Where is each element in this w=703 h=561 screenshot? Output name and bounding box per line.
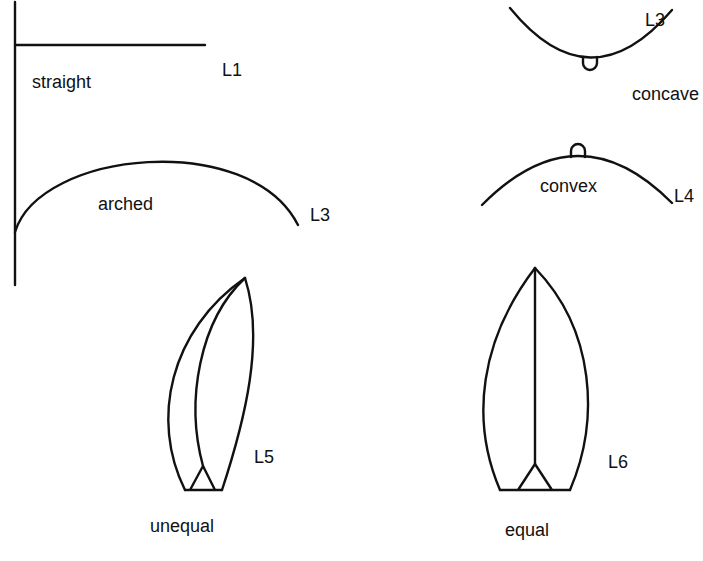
line-type-label: arched — [98, 194, 153, 215]
callout-number: L3 — [645, 10, 665, 31]
callout-number: L4 — [674, 186, 694, 207]
callout-number: L6 — [608, 452, 628, 473]
leaf-base — [500, 464, 570, 490]
leaf-outline — [222, 278, 253, 490]
leaf-outline — [168, 278, 245, 490]
arched-curve — [15, 162, 298, 232]
convex-droplet — [571, 144, 585, 157]
shape-label: unequal — [150, 516, 214, 537]
line-type-label: concave — [632, 84, 699, 105]
concave-droplet — [583, 57, 597, 70]
leaf-midrib — [196, 278, 245, 466]
callout-number: L5 — [254, 447, 274, 468]
leaf-outline — [535, 268, 588, 490]
convex-curve — [482, 156, 672, 205]
callout-number: L1 — [222, 60, 242, 81]
line-type-label: straight — [32, 72, 91, 93]
straight-line — [15, 44, 205, 46]
line-type-label: convex — [540, 176, 597, 197]
concave-curve — [510, 8, 672, 58]
leaf-outline — [483, 268, 535, 490]
callout-number: L3 — [310, 205, 330, 226]
leaf-base — [185, 466, 222, 490]
shape-label: equal — [505, 520, 549, 541]
leaf-midrib — [534, 268, 536, 464]
